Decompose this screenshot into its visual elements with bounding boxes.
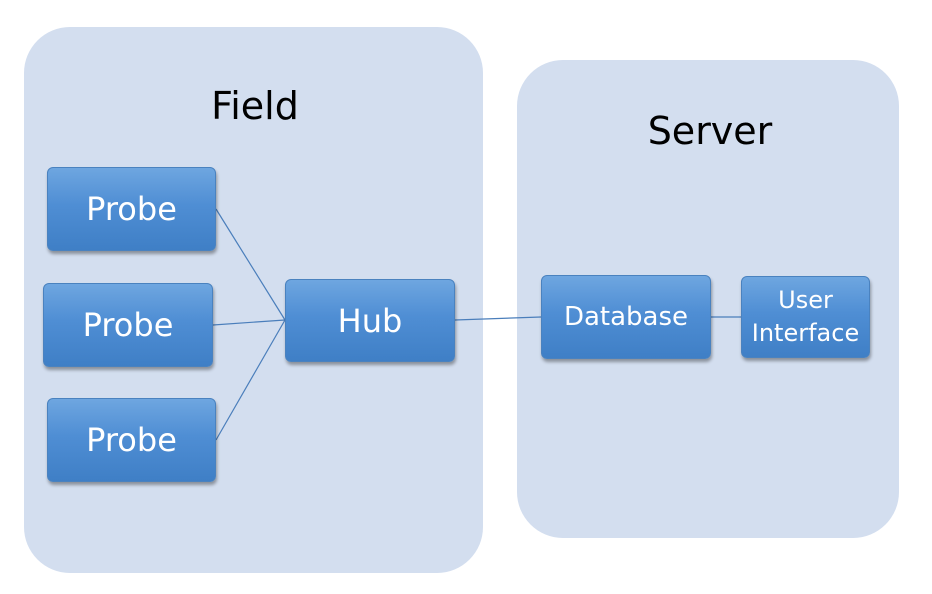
- probe-node-1: Probe: [47, 167, 216, 251]
- hub-node: Hub: [285, 279, 455, 362]
- probe-node-3: Probe: [47, 398, 216, 482]
- field-title: Field: [211, 84, 299, 128]
- server-title: Server: [647, 109, 773, 153]
- database-node: Database: [541, 275, 711, 359]
- probe-node-2: Probe: [43, 283, 213, 367]
- user-interface-node: User Interface: [741, 276, 870, 358]
